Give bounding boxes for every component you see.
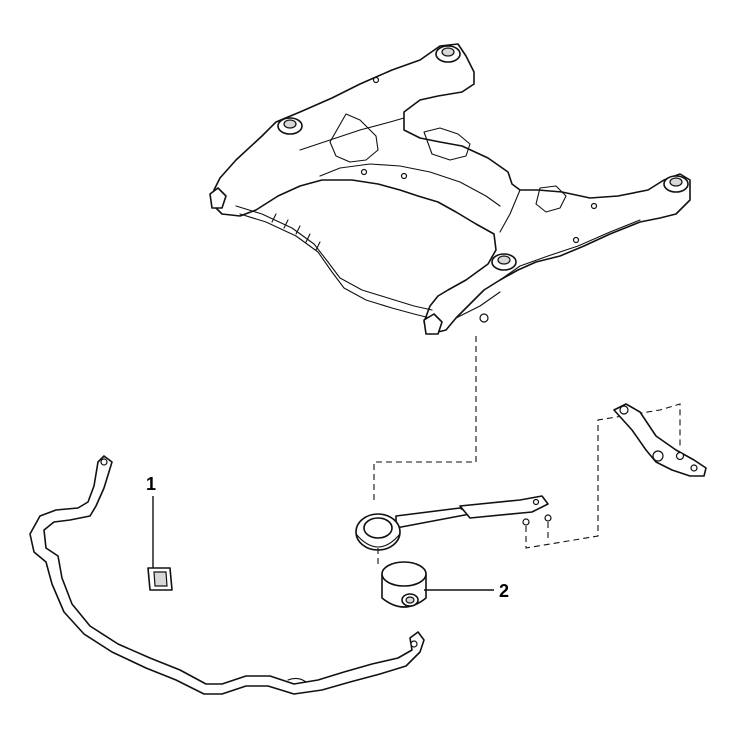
alignment-guide-bracket (525, 403, 681, 549)
callout-1-label: 1 (146, 474, 156, 494)
callout-1: 1 (146, 474, 156, 568)
alignment-guide-subframe (373, 336, 477, 500)
bushing-part-2[interactable] (381, 561, 427, 608)
front-subframe[interactable] (209, 43, 691, 335)
mounting-bracket[interactable] (613, 403, 707, 477)
control-link-rod[interactable] (355, 495, 552, 551)
stabilizer-bar[interactable] (29, 455, 425, 695)
bushing-part-1[interactable] (147, 567, 173, 591)
callout-2-label: 2 (499, 581, 509, 601)
callout-2: 2 (424, 581, 509, 601)
